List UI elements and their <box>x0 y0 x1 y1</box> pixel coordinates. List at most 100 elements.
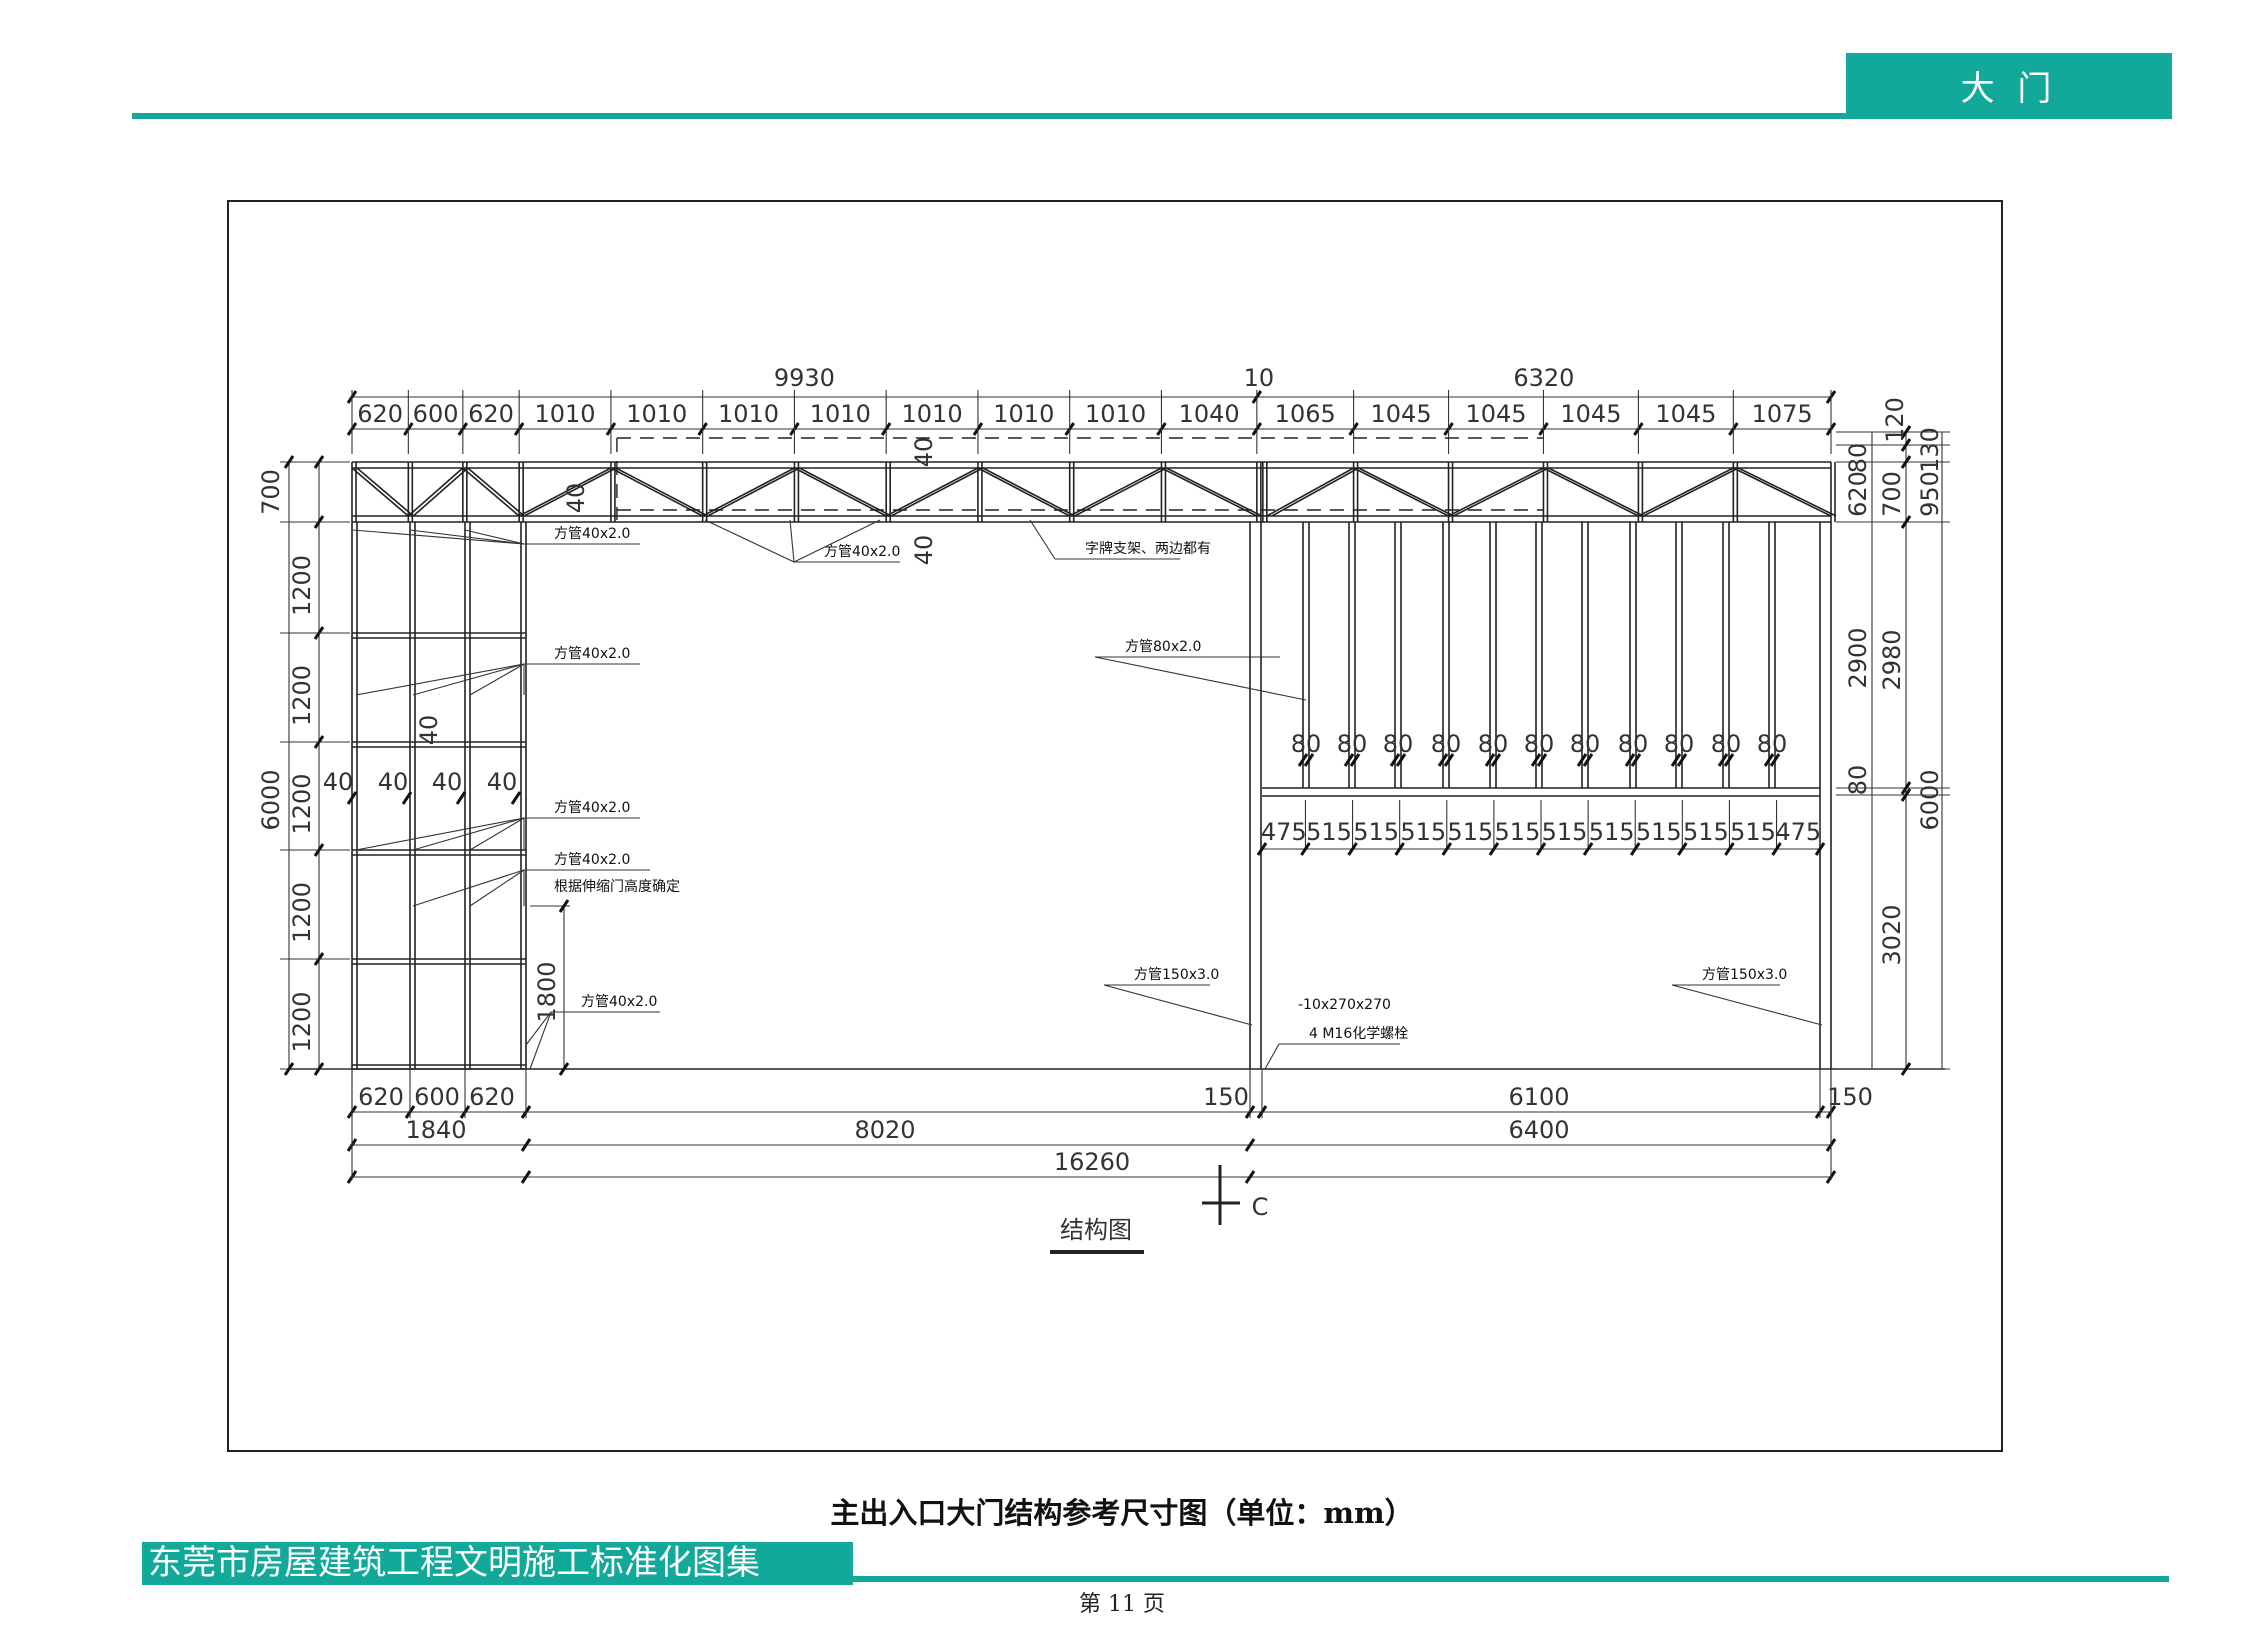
bar-width-label: 80 <box>1664 730 1695 758</box>
dimension-tick <box>1900 781 1912 795</box>
leader-line <box>412 663 525 696</box>
leader-line <box>409 529 525 545</box>
dimension-label: 1010 <box>810 400 871 428</box>
member-width-label: 40 <box>323 768 354 796</box>
dimension-label: 1010 <box>534 400 595 428</box>
dimension-tick <box>1771 842 1782 856</box>
dimension-tick <box>510 791 522 805</box>
member-spec-label: 方管40x2.0 <box>554 800 630 816</box>
truss-diagonal <box>890 467 984 517</box>
dimension-label: 3020 <box>1878 904 1906 965</box>
dimension-tick <box>1769 753 1781 767</box>
dimension-tick <box>1490 753 1502 767</box>
dimension-label: 2980 <box>1878 629 1906 690</box>
dimension-label: 6100 <box>1508 1083 1569 1111</box>
dimension-label: 515 <box>1353 818 1399 846</box>
truss-diagonal <box>1643 467 1739 517</box>
truss-diagonal <box>1453 467 1549 517</box>
dimension-tick <box>1389 753 1401 767</box>
bar-width-label: 80 <box>1291 730 1322 758</box>
bar-width-label: 80 <box>1570 730 1601 758</box>
member-spec-label: 方管40x2.0 <box>824 544 900 560</box>
dimension-tick <box>401 791 413 805</box>
dimension-label: 80 <box>1844 765 1872 796</box>
dimension-tick <box>1297 753 1309 767</box>
truss-diagonal <box>412 467 469 517</box>
truss-diagonal <box>523 467 617 517</box>
truss-diagonal <box>351 467 409 517</box>
dimension-label: 700 <box>257 469 285 515</box>
dimension-label: 1010 <box>902 400 963 428</box>
dimension-label: 515 <box>1400 818 1446 846</box>
truss-diagonal <box>885 467 979 517</box>
truss-diagonal <box>1069 467 1162 517</box>
dimension-tick <box>558 1062 570 1076</box>
dimension-label: 1045 <box>1371 400 1432 428</box>
dimension-tick <box>1300 842 1311 856</box>
dimension-label: 1045 <box>1560 400 1621 428</box>
dimension-label: 515 <box>1636 818 1682 846</box>
leader-line <box>1264 1043 1280 1070</box>
leader-line <box>789 519 795 563</box>
dimension-tick <box>1629 842 1641 856</box>
dimension-label: 1075 <box>1752 400 1813 428</box>
truss-diagonal <box>1161 467 1258 517</box>
dimension-tick <box>1630 753 1642 767</box>
dimension-label: 600 <box>414 1083 460 1111</box>
dimension-label: 700 <box>1878 471 1906 517</box>
dimension-tick <box>283 1062 295 1076</box>
dimension-tick <box>1303 753 1315 767</box>
bar-width-label: 80 <box>1524 730 1555 758</box>
dimension-label: 1010 <box>1085 400 1146 428</box>
dimension-label: 1840 <box>405 1116 466 1144</box>
dimension-tick <box>1488 842 1500 856</box>
member-spec-label: 方管150x3.0 <box>1702 967 1787 983</box>
dimension-tick <box>1900 1062 1912 1076</box>
dimension-label: 80 <box>1844 443 1872 474</box>
dimension-tick <box>1724 842 1735 856</box>
dimension-label: 1010 <box>993 400 1054 428</box>
dimension-label: 620 <box>1844 471 1872 517</box>
dimension-tick <box>1347 842 1358 856</box>
dimension-label: 1045 <box>1465 400 1526 428</box>
member-width-label: 40 <box>415 715 443 746</box>
dimension-label: 150 <box>1827 1083 1873 1111</box>
leader-line <box>1671 984 1823 1026</box>
bar-width-label: 80 <box>1337 730 1368 758</box>
truss-diagonal <box>1543 467 1639 517</box>
dimension-tick <box>1900 425 1912 439</box>
drawing-frame <box>227 200 2003 1452</box>
truss-diagonal <box>982 467 1076 517</box>
truss-diagonal <box>702 467 795 517</box>
dimension-label: 150 <box>1203 1083 1249 1111</box>
dimension-tick <box>520 1138 532 1152</box>
leader-line <box>704 519 795 563</box>
section-title: 大 门 <box>1846 53 2172 118</box>
header-rule <box>132 113 2172 119</box>
leader-line <box>469 869 525 907</box>
leader-line <box>355 817 525 851</box>
page-number: 第 11 页 <box>1079 1592 1165 1617</box>
member-spec-label: 4 M16化学螺栓 <box>1309 1026 1408 1042</box>
dimension-tick <box>1763 753 1775 767</box>
dimension-tick <box>1670 753 1682 767</box>
dimension-label: 16260 <box>1054 1148 1130 1176</box>
dimension-label: 515 <box>1589 818 1635 846</box>
dimension-tick <box>1723 753 1735 767</box>
dimension-label: 515 <box>1447 818 1493 846</box>
dimension-tick <box>1900 438 1912 452</box>
dimension-label: 950 <box>1916 471 1944 517</box>
truss-diagonal <box>356 467 414 517</box>
dimension-tick <box>558 899 570 913</box>
dimension-label: 130 <box>1916 427 1944 473</box>
drawing-title: 结构图 <box>1060 1216 1132 1244</box>
dimension-label: 515 <box>1306 818 1352 846</box>
dimension-label: 620 <box>357 400 403 428</box>
member-spec-label: 方管40x2.0 <box>554 852 630 868</box>
dimension-label: 10 <box>1244 364 1275 392</box>
dimension-tick <box>1394 842 1405 856</box>
dimension-label: 1200 <box>288 882 316 943</box>
bar-width-label: 80 <box>1478 730 1509 758</box>
dimension-label: 475 <box>1775 818 1821 846</box>
